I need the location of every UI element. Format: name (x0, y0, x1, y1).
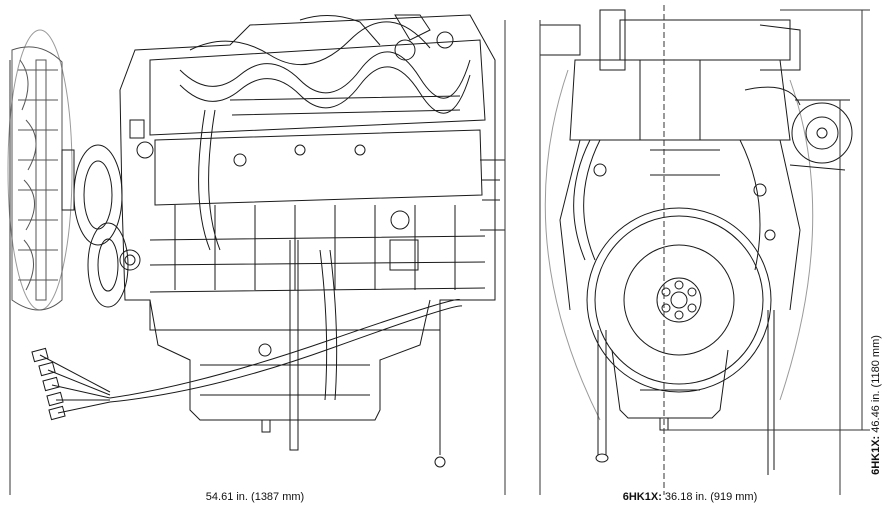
rear-dimension-lines (540, 10, 870, 495)
rear-view-engine (540, 5, 870, 495)
pulley-icon (62, 145, 128, 307)
side-width-dimension-label: 54.61 in. (1387 mm) (205, 491, 305, 503)
rear-width-dimension-label: 6HK1X: 36.18 in. (919 mm) (540, 491, 840, 503)
width-dimension-line (10, 20, 505, 495)
height-dimension-label: 6HK1X: 46.46 in. (1180 mm) (870, 305, 882, 505)
height-model: 6HK1X: (870, 435, 882, 475)
rear-width-value: 36.18 in. (919 mm) (661, 491, 758, 503)
side-view-engine (8, 15, 505, 495)
rear-oil-pan-outline (612, 350, 728, 418)
connector-harness-icon (32, 300, 462, 420)
engine-block-outline (120, 15, 495, 330)
fan-blade-icon (8, 30, 72, 310)
flywheel-icon (587, 208, 771, 392)
height-dimension-wrapper: 6HK1X: 46.46 in. (1180 mm) (870, 310, 884, 510)
oil-pan-outline (150, 300, 430, 420)
height-value: 46.46 in. (1180 mm) (870, 335, 882, 436)
rear-width-model: 6HK1X: (622, 491, 662, 503)
turbocharger-icon (745, 87, 852, 170)
